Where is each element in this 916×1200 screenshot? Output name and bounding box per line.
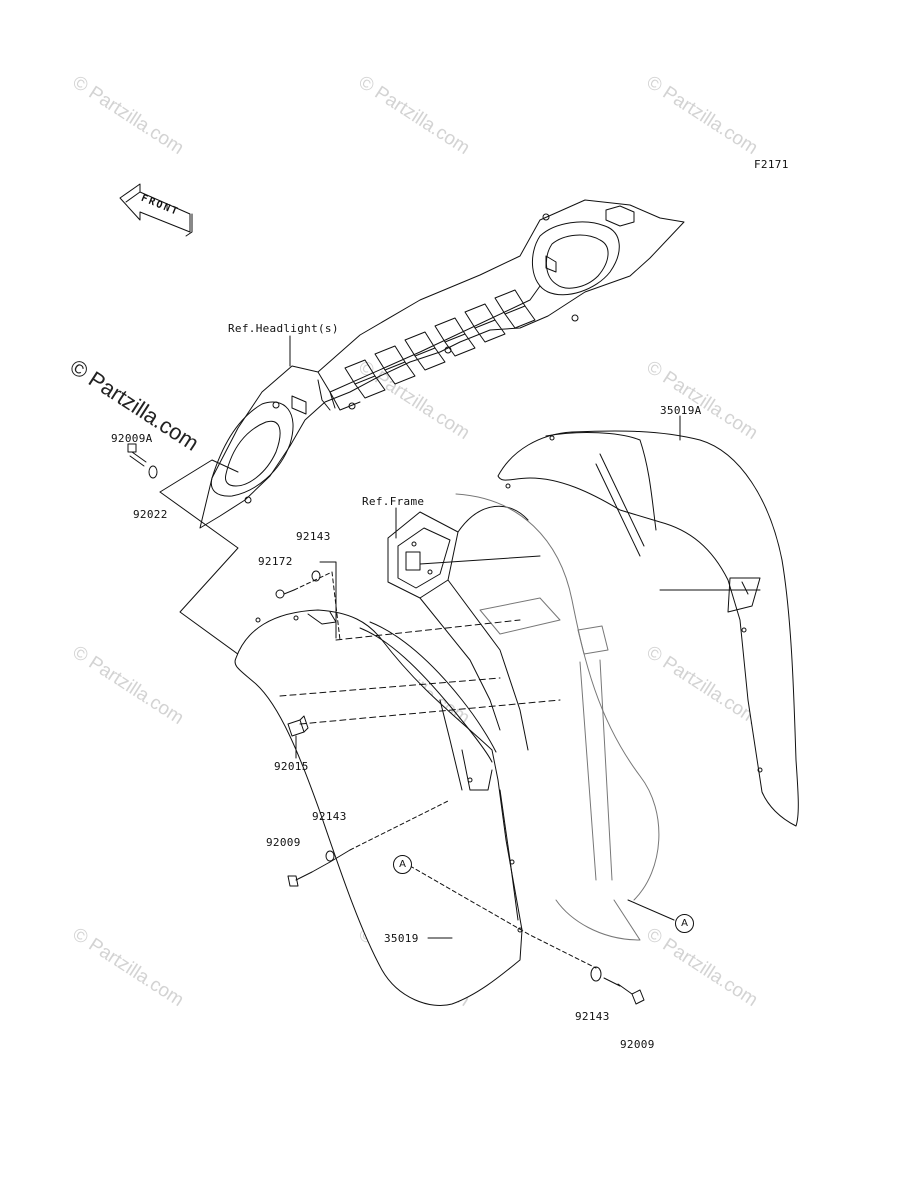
- side-panel-35019a: [497, 430, 799, 827]
- washer-92143-upper: [311, 570, 321, 582]
- leader-line: [311, 849, 351, 873]
- leader-line: [419, 555, 541, 565]
- part-label-35019: 35019: [384, 932, 419, 945]
- part-label-92022: 92022: [133, 508, 168, 521]
- part-label-92009-left: 92009: [266, 836, 301, 849]
- part-label-35019a: 35019A: [660, 404, 702, 417]
- leader-line: [409, 865, 597, 969]
- diagram-code: F2171: [754, 158, 789, 171]
- washer-92143-left: [325, 850, 335, 862]
- washer-92143-right: [590, 966, 602, 982]
- leader-line: [159, 459, 239, 493]
- part-label-92015: 92015: [274, 760, 309, 773]
- clip-92015: [287, 715, 309, 737]
- leader-line: [335, 619, 521, 641]
- part-label-92143-left: 92143: [312, 810, 347, 823]
- leader-line: [627, 899, 675, 921]
- side-panel-35019: [234, 609, 523, 1006]
- bolt-92009-right: [617, 983, 645, 1005]
- frame-silhouette: [455, 493, 660, 941]
- washer-92022: [148, 465, 158, 479]
- part-label-92143-right: 92143: [575, 1010, 610, 1023]
- callout-a-left: A: [393, 855, 412, 874]
- leader-line: [603, 977, 621, 987]
- screw-92172: [275, 589, 295, 599]
- leader-line: [293, 571, 341, 641]
- leader-line: [349, 799, 451, 851]
- bolt-92009a: [127, 443, 147, 467]
- leader-line: [279, 677, 501, 697]
- ref-headlight-label: Ref.Headlight(s): [228, 322, 339, 335]
- leader-line: [319, 561, 337, 639]
- part-label-92143-upper: 92143: [296, 530, 331, 543]
- bolt-92009-left: [287, 871, 313, 887]
- part-label-92009a: 92009A: [111, 432, 153, 445]
- headlight-cover: [199, 199, 685, 529]
- callout-a-right: A: [675, 914, 694, 933]
- part-label-92172: 92172: [258, 555, 293, 568]
- ref-frame-label: Ref.Frame: [362, 495, 425, 508]
- leader-line: [299, 699, 561, 725]
- part-label-92009-right: 92009: [620, 1038, 655, 1051]
- front-arrow-icon: [119, 183, 193, 237]
- leader-line: [159, 491, 291, 693]
